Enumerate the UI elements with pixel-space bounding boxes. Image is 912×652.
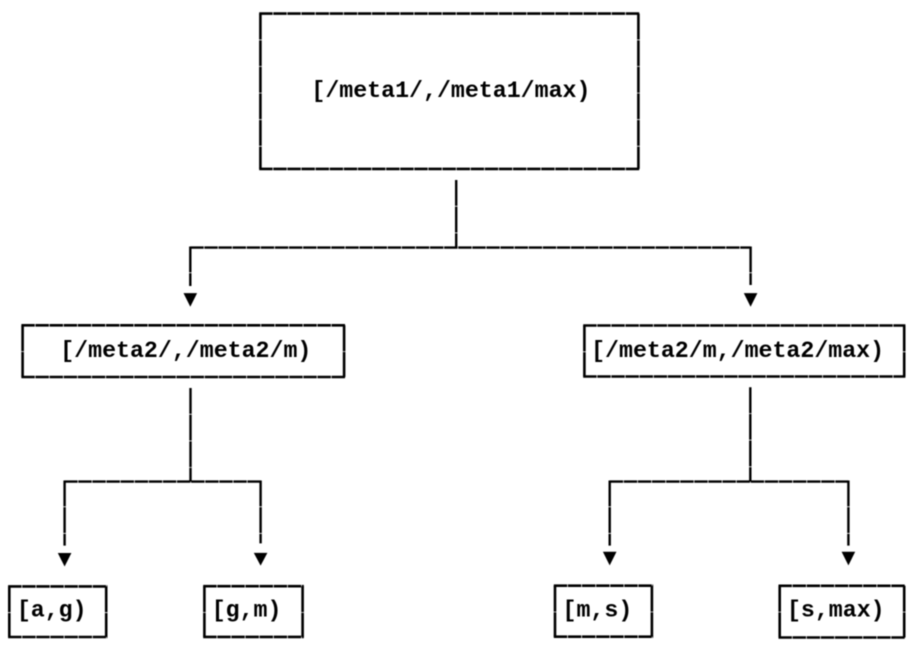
svg-text:[/meta1/,/meta1/max): [/meta1/,/meta1/max) <box>311 78 590 104</box>
svg-text:[a,g): [a,g) <box>17 597 87 623</box>
svg-text:[m,s): [m,s) <box>563 597 633 623</box>
svg-text:[/meta2/,/meta2/m): [/meta2/,/meta2/m) <box>60 338 311 364</box>
svg-text:[s,max): [s,max) <box>787 597 885 623</box>
svg-text:[/meta2/m,/meta2/max): [/meta2/m,/meta2/max) <box>591 338 884 364</box>
svg-text:[g,m): [g,m) <box>212 597 282 623</box>
